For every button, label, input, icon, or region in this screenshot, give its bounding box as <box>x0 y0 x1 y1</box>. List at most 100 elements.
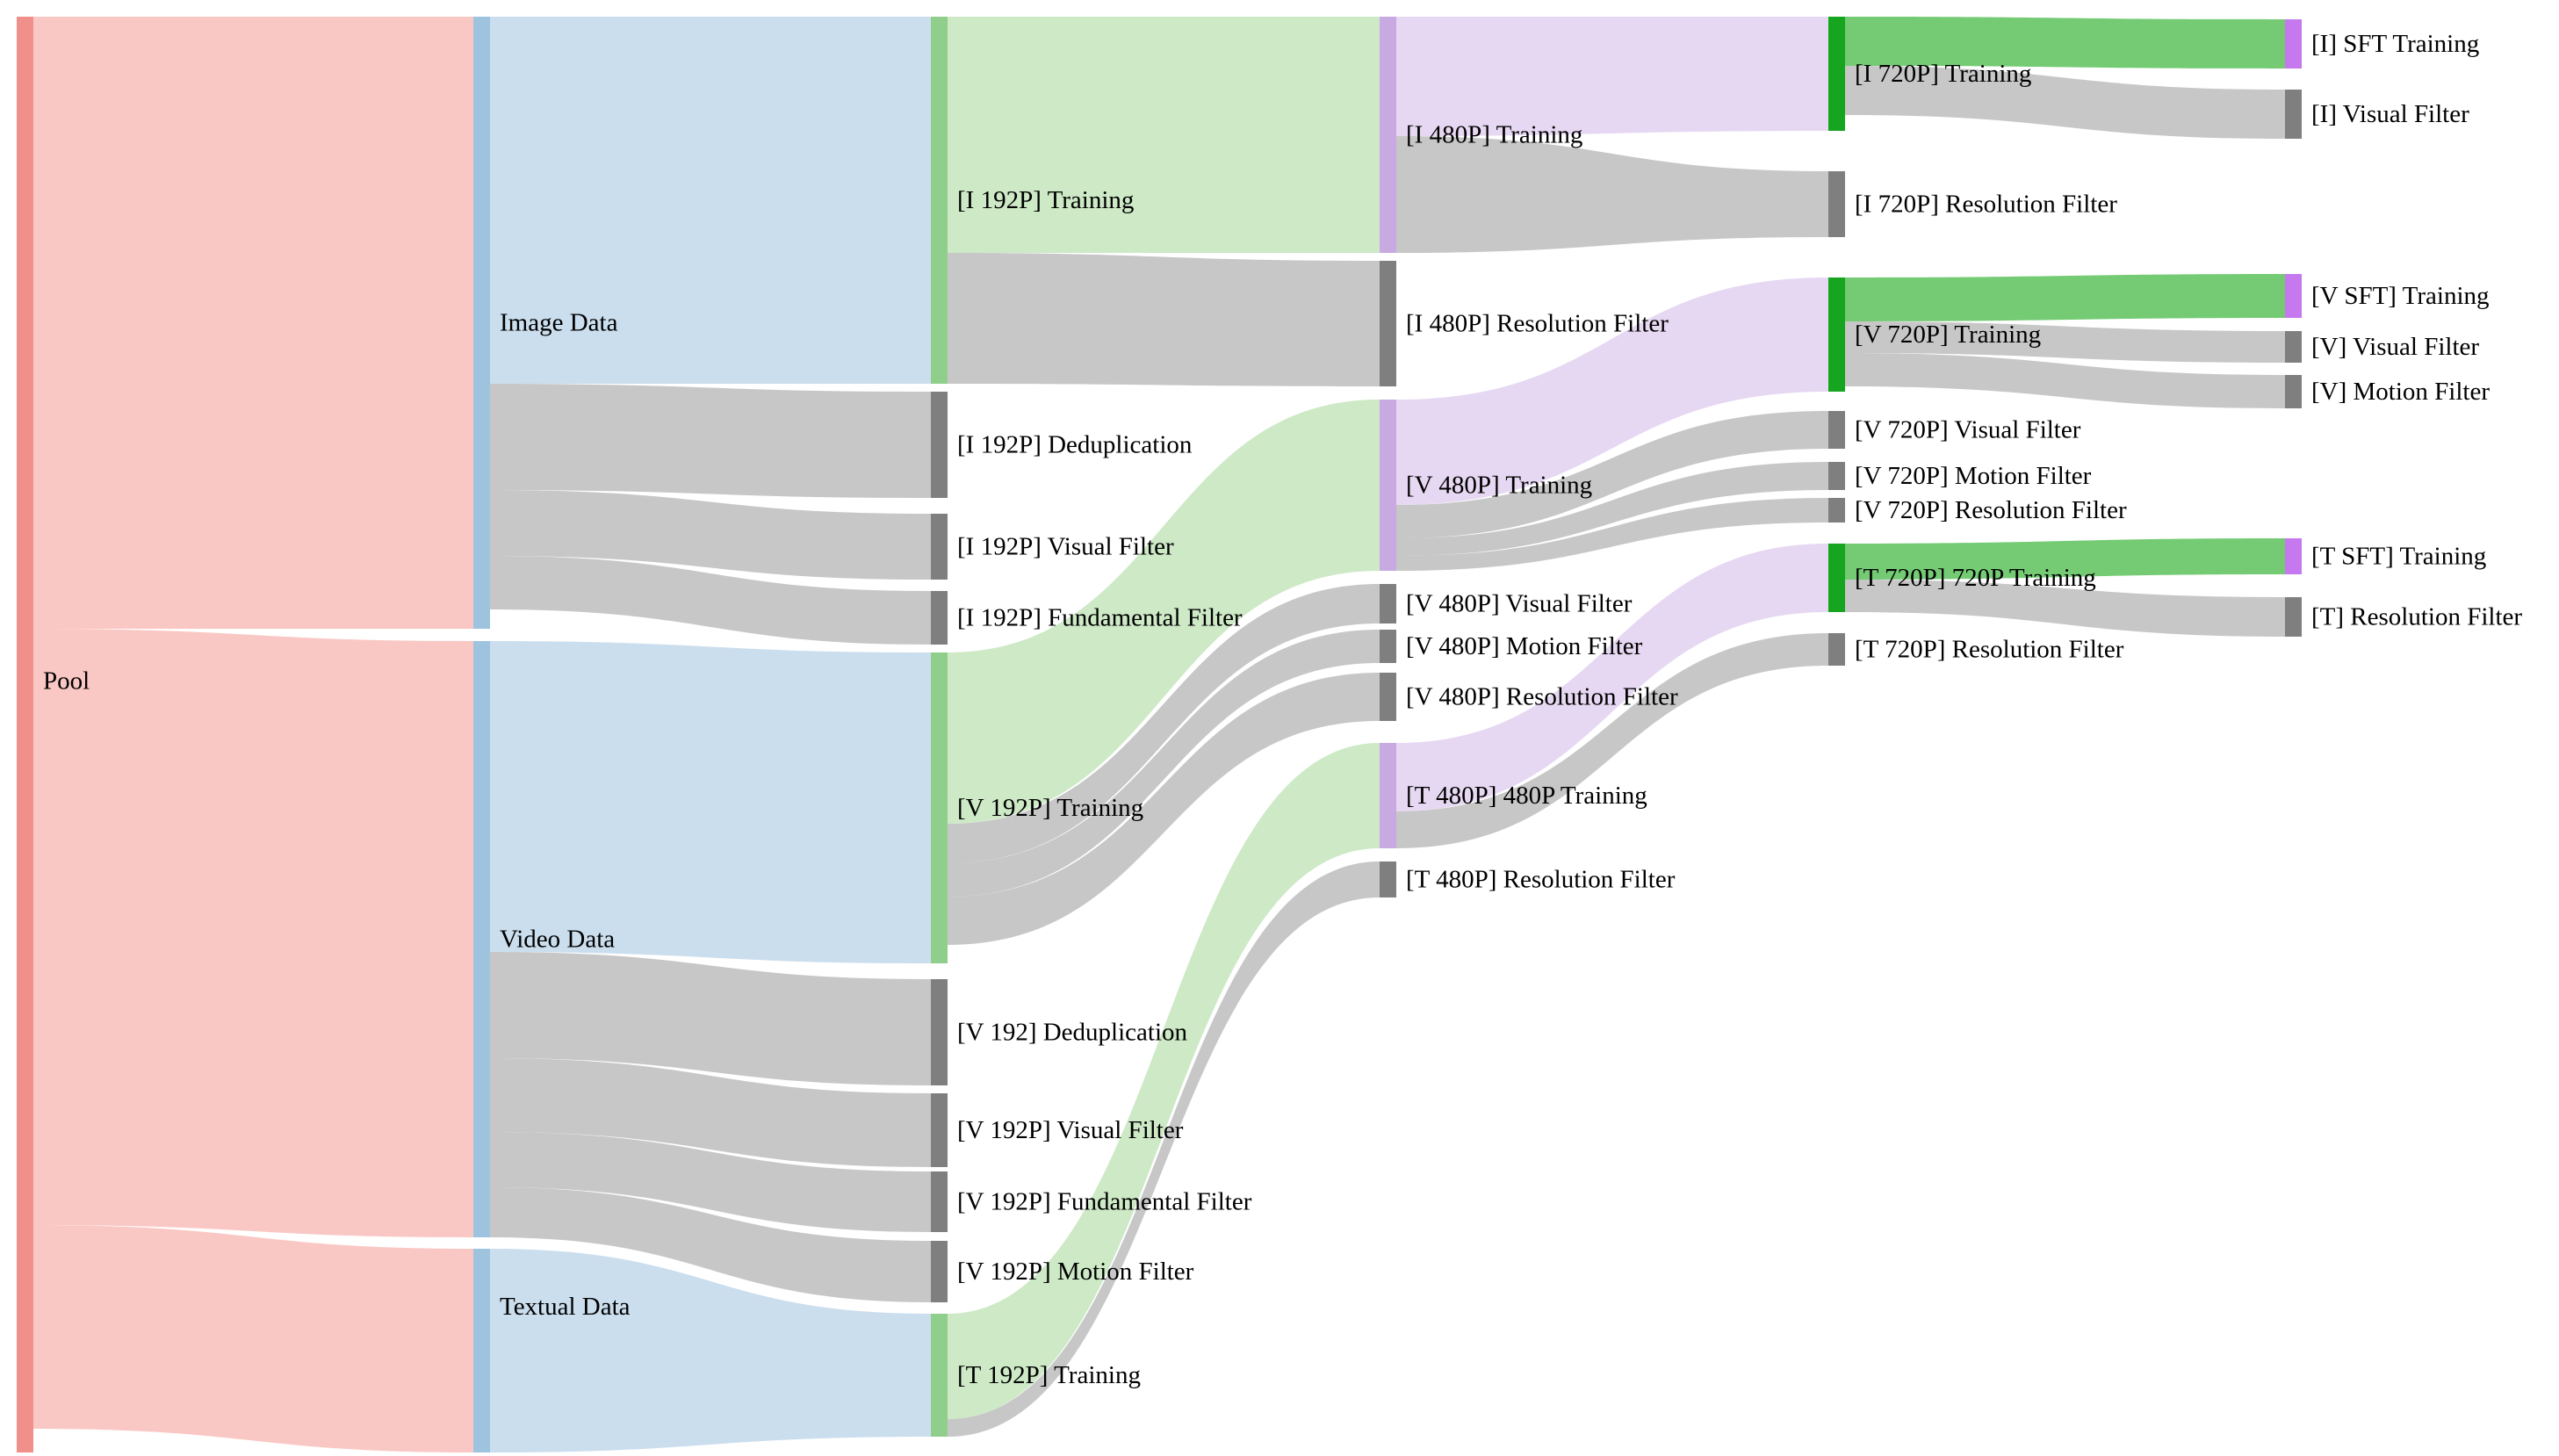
label-v480_res: [V 480P] Resolution Filter <box>1406 683 1678 711</box>
node-i480_res <box>1380 261 1396 386</box>
label-i_sft: [I] SFT Training <box>2311 30 2479 58</box>
node-video_data <box>473 641 490 1237</box>
label-t192_training: [T 192P] Training <box>957 1361 1141 1389</box>
label-v720_visual: [V 720P] Visual Filter <box>1855 416 2081 444</box>
label-pool: Pool <box>43 667 90 696</box>
link-v480_training--v720_training <box>1396 278 1828 505</box>
link-textual_data--t192_training <box>490 1249 931 1452</box>
label-i192_fund: [I 192P] Fundamental Filter <box>957 604 1243 632</box>
link-video_data--v192_training <box>490 641 931 963</box>
node-v720_visual <box>1828 411 1845 449</box>
link-video_data--v192_dedup <box>490 952 931 1085</box>
label-v720_training: [V 720P] Training <box>1855 321 2041 349</box>
sankey-links <box>33 17 2285 1452</box>
sankey-nodes <box>17 17 2302 1452</box>
label-i192_visual: [I 192P] Visual Filter <box>957 533 1174 561</box>
link-v480_training--v720_visual <box>1396 411 1828 538</box>
node-image_data <box>473 17 490 629</box>
link-t192_training--t480_res <box>948 861 1380 1437</box>
node-v_sft <box>2285 274 2302 318</box>
link-pool--image_data <box>33 17 473 629</box>
link-t720_training--t_sft <box>1845 538 2285 580</box>
link-image_data--i192_training <box>490 17 931 384</box>
label-v480_training: [V 480P] Training <box>1406 472 1592 500</box>
label-i480_training: [I 480P] Training <box>1406 121 1582 149</box>
link-t480_training--t720_res <box>1396 633 1828 848</box>
label-i720_training: [I 720P] Training <box>1855 60 2031 88</box>
link-i720_training--i_visual <box>1845 66 2285 139</box>
link-i192_training--i480_training <box>948 17 1380 253</box>
node-i_visual <box>2285 90 2302 139</box>
node-v480_training <box>1380 400 1396 571</box>
link-v192_training--v480_motion <box>948 630 1380 897</box>
link-image_data--i192_visual <box>490 490 931 580</box>
label-t_res: [T] Resolution Filter <box>2311 603 2522 631</box>
label-v720_motion: [V 720P] Motion Filter <box>1855 462 2092 490</box>
label-v_visual: [V] Visual Filter <box>2311 333 2479 361</box>
label-t720_training: [T 720P] 720P Training <box>1855 564 2096 592</box>
link-v192_training--v480_visual <box>948 584 1380 863</box>
label-v480_visual: [V 480P] Visual Filter <box>1406 590 1633 618</box>
label-t480_res: [T 480P] Resolution Filter <box>1406 866 1676 894</box>
link-image_data--i192_dedup <box>490 384 931 498</box>
label-t720_res: [T 720P] Resolution Filter <box>1855 636 2124 664</box>
node-v480_visual <box>1380 584 1396 623</box>
node-i720_training <box>1828 17 1845 131</box>
node-i192_fund <box>931 591 948 645</box>
link-v720_training--v_motion <box>1845 353 2285 408</box>
link-i720_training--i_sft <box>1845 17 2285 68</box>
node-v192_dedup <box>931 979 948 1085</box>
label-v192_dedup: [V 192] Deduplication <box>957 1019 1188 1047</box>
link-v192_training--v480_res <box>948 673 1380 945</box>
link-t720_training--t_res <box>1845 580 2285 637</box>
label-t_sft: [T SFT] Training <box>2311 543 2486 571</box>
node-v192_training <box>931 652 948 963</box>
label-v_sft: [V SFT] Training <box>2311 282 2490 310</box>
node-t720_res <box>1828 633 1845 666</box>
link-t480_training--t720_training <box>1396 544 1828 811</box>
label-v192_visual: [V 192P] Visual Filter <box>957 1116 1184 1144</box>
node-i480_training <box>1380 17 1396 253</box>
label-v480_motion: [V 480P] Motion Filter <box>1406 632 1643 660</box>
node-t_res <box>2285 597 2302 637</box>
node-i720_res <box>1828 171 1845 237</box>
link-i480_training--i720_res <box>1396 136 1828 253</box>
node-v192_fund <box>931 1171 948 1232</box>
node-v_visual <box>2285 331 2302 363</box>
node-textual_data <box>473 1249 490 1452</box>
label-v192_fund: [V 192P] Fundamental Filter <box>957 1188 1252 1216</box>
link-v480_training--v720_res <box>1396 498 1828 571</box>
link-v720_training--v_visual <box>1845 321 2285 363</box>
node-v480_motion <box>1380 630 1396 663</box>
label-v192_training: [V 192P] Training <box>957 794 1143 822</box>
link-i192_training--i480_res <box>948 253 1380 386</box>
link-video_data--v192_motion <box>490 1187 931 1302</box>
link-video_data--v192_fund <box>490 1132 931 1232</box>
node-t720_training <box>1828 544 1845 612</box>
label-video_data: Video Data <box>500 926 615 954</box>
link-pool--textual_data <box>33 1225 473 1452</box>
node-pool <box>17 17 33 1452</box>
link-v192_training--v480_training <box>948 400 1380 824</box>
label-i192_dedup: [I 192P] Deduplication <box>957 431 1193 459</box>
node-i192_visual <box>931 514 948 580</box>
node-v192_motion <box>931 1241 948 1302</box>
node-v720_motion <box>1828 462 1845 490</box>
label-textual_data: Textual Data <box>500 1293 631 1321</box>
label-v_motion: [V] Motion Filter <box>2311 378 2490 406</box>
node-v480_res <box>1380 673 1396 721</box>
node-t192_training <box>931 1314 948 1437</box>
node-i_sft <box>2285 19 2302 68</box>
node-v720_training <box>1828 278 1845 392</box>
node-t480_training <box>1380 743 1396 848</box>
node-i192_training <box>931 17 948 384</box>
node-v192_visual <box>931 1093 948 1167</box>
link-v720_training--v_sft <box>1845 274 2285 321</box>
link-i480_training--i720_training <box>1396 17 1828 136</box>
link-pool--video_data <box>33 629 473 1237</box>
label-v192_motion: [V 192P] Motion Filter <box>957 1258 1194 1286</box>
label-t480_training: [T 480P] 480P Training <box>1406 782 1647 810</box>
